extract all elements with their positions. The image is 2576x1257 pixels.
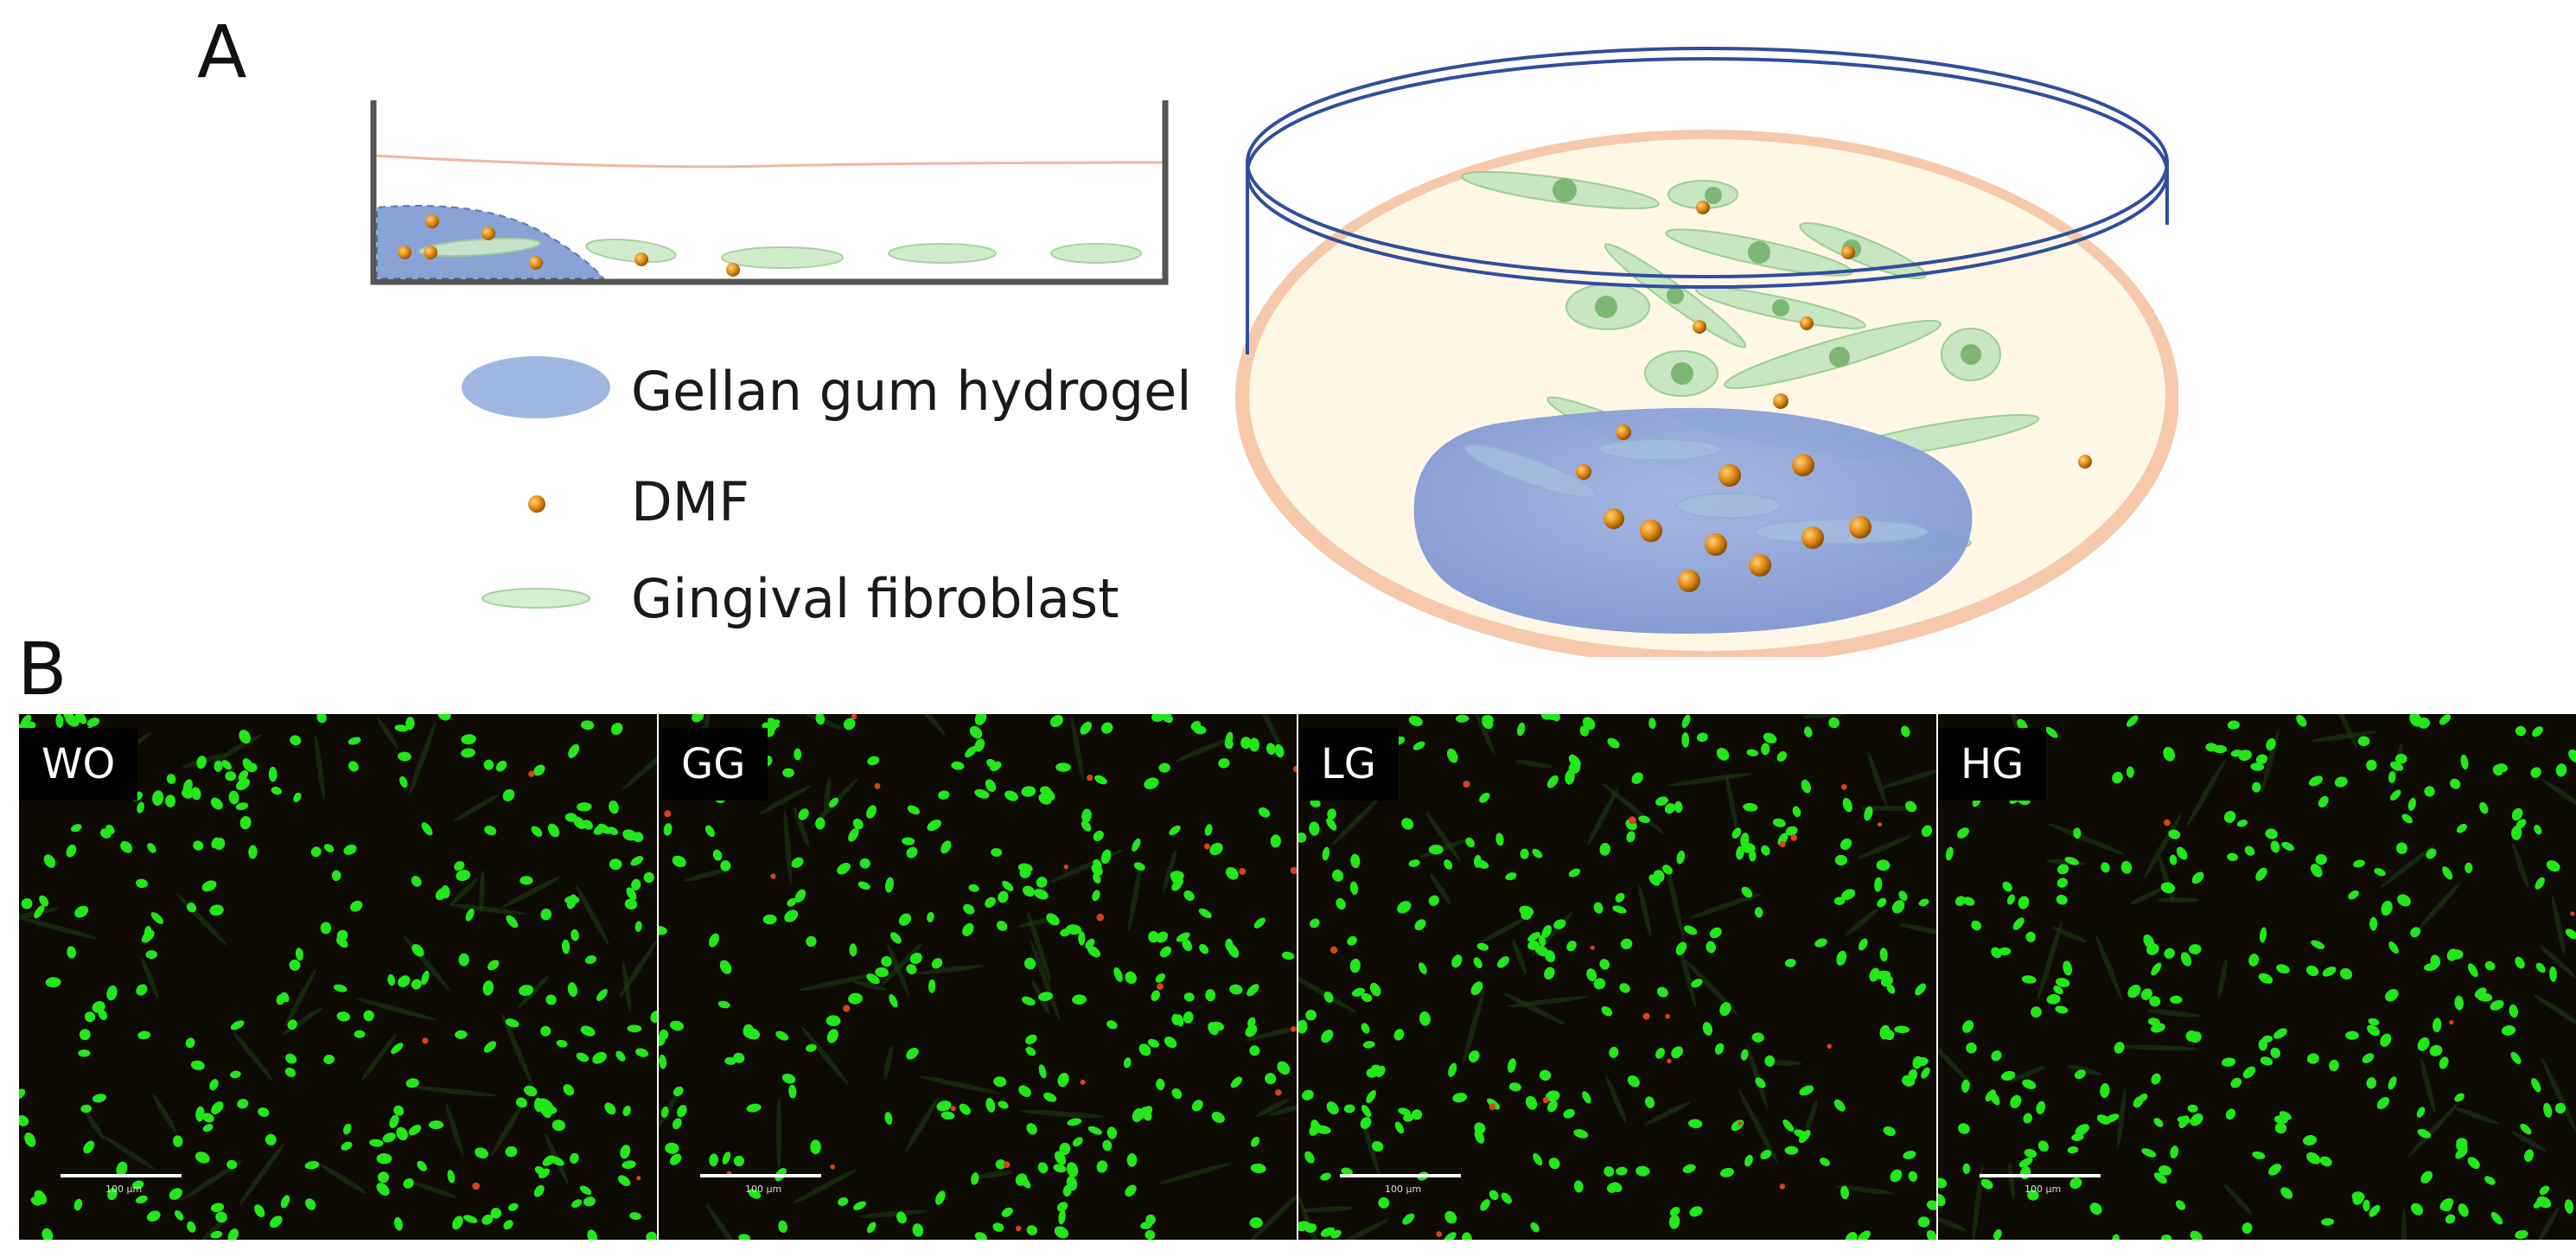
micrograph-gg: GG 100 µm — [659, 714, 1297, 1240]
legend-label-fibroblast: Gingival fibroblast — [631, 567, 1119, 630]
gingival-fibroblast-icon — [481, 588, 590, 609]
well-dmf-particles — [398, 214, 740, 277]
micrograph-label-lg: LG — [1298, 728, 1399, 801]
dish-fibroblast-nuclei — [1553, 178, 1981, 385]
well-walls — [370, 100, 1169, 285]
micrograph-hg: HG 100 µm — [1938, 714, 2576, 1240]
petri-dish-lid — [1246, 47, 2169, 354]
micrograph-lg: LG 100 µm — [1298, 714, 1936, 1240]
cell-field-wo — [19, 714, 657, 1240]
petri-dish-illustration — [1235, 47, 2178, 657]
scale-bar-text-wo: 100 µm — [105, 1184, 143, 1195]
panel-b-letter: B — [17, 627, 67, 711]
well-cross-section-diagram — [370, 100, 1169, 285]
cell-field-gg — [659, 714, 1297, 1240]
scale-bar-text-hg: 100 µm — [2024, 1184, 2062, 1195]
scale-bar-wo — [61, 1174, 182, 1177]
scale-bar-hg — [1980, 1174, 2101, 1177]
micrograph-label-wo: WO — [19, 728, 138, 801]
micrograph-wo: WO 100 µm — [19, 714, 657, 1240]
legend: Gellan gum hydrogel DMF Gingival fibrobl… — [458, 346, 1236, 631]
hydrogel-fibroblasts — [1463, 438, 1929, 545]
dish-hydrogel — [1413, 407, 1973, 634]
well-medium-surface — [373, 154, 1168, 169]
legend-label-dmf: DMF — [631, 470, 749, 533]
cell-field-hg — [1938, 714, 2576, 1240]
micrograph-label-hg: HG — [1938, 728, 2047, 801]
scale-bar-text-gg: 100 µm — [745, 1184, 782, 1195]
scale-bar-text-lg: 100 µm — [1385, 1184, 1422, 1195]
scale-bar-gg — [700, 1174, 821, 1177]
well-fibroblasts — [418, 237, 1142, 269]
gellan-gum-hydrogel-icon — [462, 356, 610, 418]
legend-label-hydrogel: Gellan gum hydrogel — [631, 360, 1192, 423]
cell-field-lg — [1298, 714, 1936, 1240]
dmf-particle-icon — [528, 495, 545, 513]
scale-bar-lg — [1340, 1174, 1461, 1177]
panel-a-letter: A — [197, 10, 247, 94]
dish-dmf-particles — [1576, 201, 2092, 592]
micrograph-label-gg: GG — [659, 728, 768, 801]
